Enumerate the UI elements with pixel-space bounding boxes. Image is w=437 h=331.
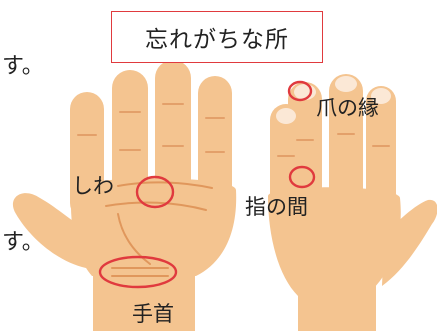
label-between-fingers: 指の間 [245, 195, 308, 219]
back-thumb [382, 199, 437, 286]
palm-hand [12, 60, 237, 331]
highlight-wrist [98, 255, 178, 289]
back-ring-finger [329, 74, 363, 224]
label-wrinkles: しわ [72, 174, 114, 198]
highlight-nail-edge [287, 80, 313, 102]
palm-thumb [12, 193, 92, 268]
back-wrist [298, 276, 376, 331]
highlight-wrinkles [135, 175, 175, 209]
wrist-creases [111, 267, 169, 277]
highlight-markers [98, 80, 316, 289]
palm-finger-creases [77, 103, 225, 153]
back-hand-body [268, 187, 401, 296]
text-fragment-bottom: す。 [2, 230, 44, 255]
label-nail-edges: 爪の縁 [316, 96, 379, 120]
highlight-between-fingers [288, 165, 316, 189]
title-text: 忘れがちな所 [145, 27, 289, 53]
palm-lines [105, 181, 213, 265]
palm-body [70, 178, 237, 276]
text-fragment-top: す。 [2, 54, 44, 79]
palm-wrist [93, 252, 195, 331]
back-knuckle-lines [277, 133, 390, 157]
title-box: 忘れがちな所 [111, 11, 323, 63]
label-wrist: 手首 [132, 302, 174, 326]
